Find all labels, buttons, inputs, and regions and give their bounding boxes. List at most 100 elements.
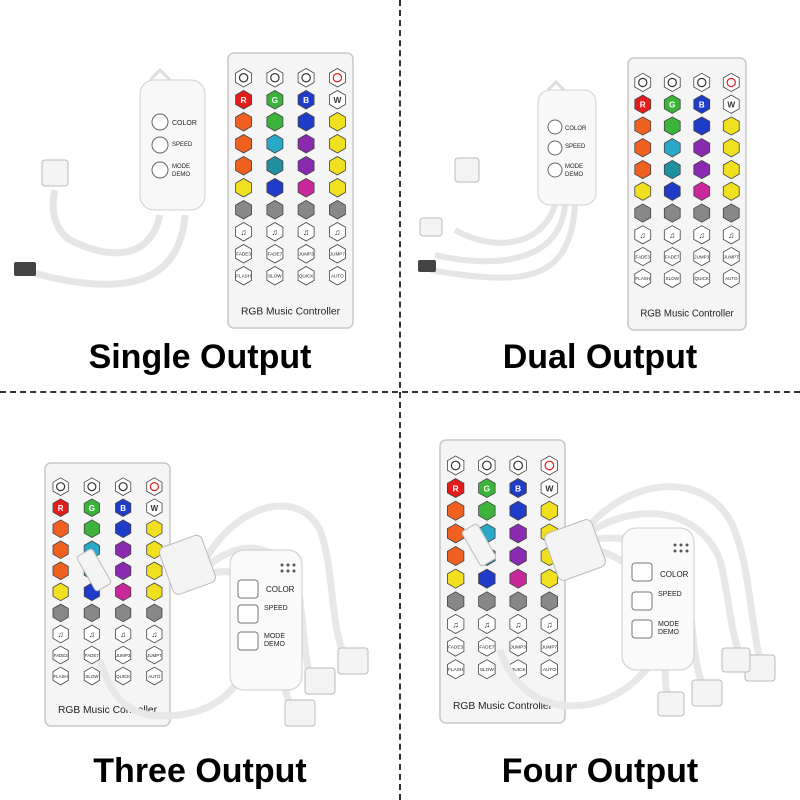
remote-button-label: B: [303, 95, 309, 105]
svg-text:COLOR: COLOR: [660, 570, 689, 579]
remote-button: [693, 225, 711, 245]
remote-button: [634, 246, 652, 267]
remote-button: [509, 546, 527, 566]
remote-button: [634, 72, 652, 93]
svg-text:COLOR: COLOR: [266, 585, 295, 594]
panel-caption: Three Output: [93, 752, 307, 790]
remote-button-label: R: [640, 100, 646, 109]
remote-button: [663, 138, 681, 158]
remote-button: [478, 659, 496, 680]
remote-button: [663, 159, 681, 180]
remote-button: [115, 645, 132, 665]
music-note-icon: ♫: [515, 619, 521, 629]
brightness-down-icon: [481, 460, 492, 471]
remote-button-label: W: [727, 100, 735, 109]
svg-text:MODE: MODE: [658, 621, 679, 628]
svg-text:SPEED: SPEED: [658, 591, 682, 598]
play-pause-icon: [513, 460, 524, 471]
remote-button-label: G: [272, 95, 278, 105]
play-pause-icon: [118, 482, 128, 492]
remote-button: [722, 159, 740, 180]
remote-button: [266, 244, 284, 264]
music-note-icon: ♫: [452, 619, 458, 629]
remote-button: [266, 134, 284, 154]
remote-button: [328, 222, 346, 242]
remote-button-label: R: [453, 483, 459, 493]
remote-button: [328, 244, 346, 264]
remote-title: RGB Music Controller: [241, 306, 341, 317]
remote-button: [328, 134, 346, 154]
remote-button-label: B: [699, 100, 705, 109]
remote-button-label: G: [484, 483, 491, 493]
music-note-icon: ♫: [546, 619, 552, 629]
remote-button: [540, 478, 559, 499]
remote-button: [83, 603, 100, 623]
remote-button: [297, 178, 315, 198]
remote-button: [235, 90, 253, 110]
remote-button: [663, 225, 681, 245]
remote-button: [447, 523, 465, 544]
play-pause-icon: [697, 77, 707, 88]
remote-button: [52, 540, 69, 560]
remote-button-label: FADE7: [479, 644, 494, 650]
remote-button: [509, 568, 527, 589]
remote-button: [447, 591, 465, 612]
dual-output-product-photo: COLOR SPEED MODE DEMO: [418, 79, 597, 281]
remote-button: [478, 591, 496, 612]
remote-button: [693, 138, 711, 158]
vertical-divider: [399, 0, 401, 800]
remote-button: [693, 116, 711, 136]
remote-button: [634, 225, 652, 245]
remote-button: [52, 582, 69, 602]
svg-text:COLOR: COLOR: [172, 120, 197, 127]
remote-button: [509, 636, 527, 657]
remote-button: [722, 203, 740, 223]
remote-button: [297, 222, 315, 242]
remote-button-label: FLASH: [448, 667, 464, 673]
remote-button: [693, 181, 711, 201]
remote-button-label: JUMP7: [330, 252, 346, 257]
remote-button: [83, 645, 100, 665]
svg-text:DEMO: DEMO: [264, 641, 286, 648]
remote-button: [663, 181, 681, 201]
remote-button-label: FADE3: [636, 254, 651, 259]
remote-button: [146, 624, 163, 644]
power-icon: [149, 482, 159, 492]
remote-button-label: W: [333, 95, 341, 105]
svg-text:DEMO: DEMO: [172, 172, 190, 178]
remote-button-label: AUTO: [543, 667, 556, 673]
brightness-down-icon: [270, 72, 280, 83]
remote-button: [146, 561, 163, 581]
panel-caption: Dual Output: [502, 338, 698, 376]
music-note-icon: ♫: [241, 227, 247, 237]
remote-button-label: QUICK: [695, 276, 709, 281]
connector-icon: [41, 159, 69, 187]
remote-button: [235, 112, 253, 132]
remote-button: [266, 266, 284, 286]
remote-button: [328, 266, 346, 286]
remote-button: [509, 523, 527, 544]
remote-button: [266, 112, 284, 132]
remote-button: [478, 478, 496, 499]
remote-button-label: FADE3: [54, 653, 69, 658]
svg-text:SPEED: SPEED: [172, 142, 193, 148]
panel-caption: Single Output: [88, 338, 312, 376]
remote-button: [478, 636, 496, 657]
svg-text:MODE: MODE: [172, 164, 190, 170]
remote-button: [634, 116, 652, 136]
remote-button: [146, 645, 163, 665]
music-note-icon: ♫: [89, 630, 95, 639]
remote-button-label: FLASH: [635, 276, 650, 281]
remote-button-label: FADE3: [448, 644, 463, 650]
remote-button: [146, 603, 163, 623]
remote-button: [52, 645, 69, 665]
remote-button: [297, 266, 315, 286]
remote-button-label: FADE7: [268, 252, 283, 257]
remote-button: [115, 561, 132, 581]
remote-button-label: W: [545, 483, 554, 493]
